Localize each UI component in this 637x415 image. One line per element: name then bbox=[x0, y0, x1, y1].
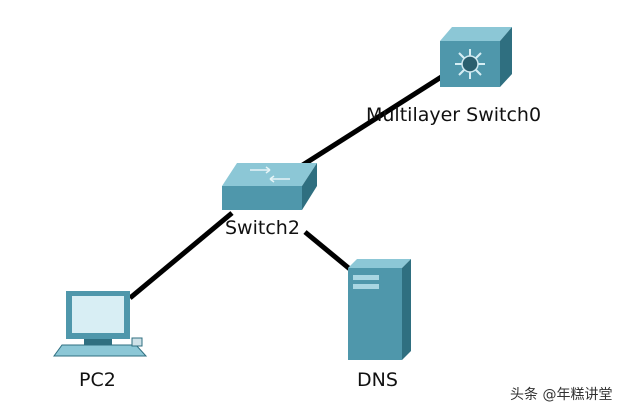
link-switch-pc[interactable] bbox=[128, 211, 234, 300]
server-icon[interactable] bbox=[348, 259, 411, 360]
watermark: 头条 @年糕讲堂 bbox=[510, 387, 613, 403]
link-switch-dns[interactable] bbox=[303, 230, 353, 272]
mls-label: Multilayer Switch0 bbox=[366, 104, 542, 126]
multilayer-switch-icon[interactable] bbox=[440, 27, 512, 87]
switch-label: Switch2 bbox=[225, 217, 300, 239]
pc-label: PC2 bbox=[79, 369, 116, 391]
pc-icon[interactable] bbox=[53, 291, 148, 357]
link-switch-mls[interactable] bbox=[296, 71, 448, 171]
switch-icon[interactable] bbox=[222, 163, 317, 210]
links bbox=[128, 71, 448, 300]
dns-label: DNS bbox=[357, 369, 398, 391]
